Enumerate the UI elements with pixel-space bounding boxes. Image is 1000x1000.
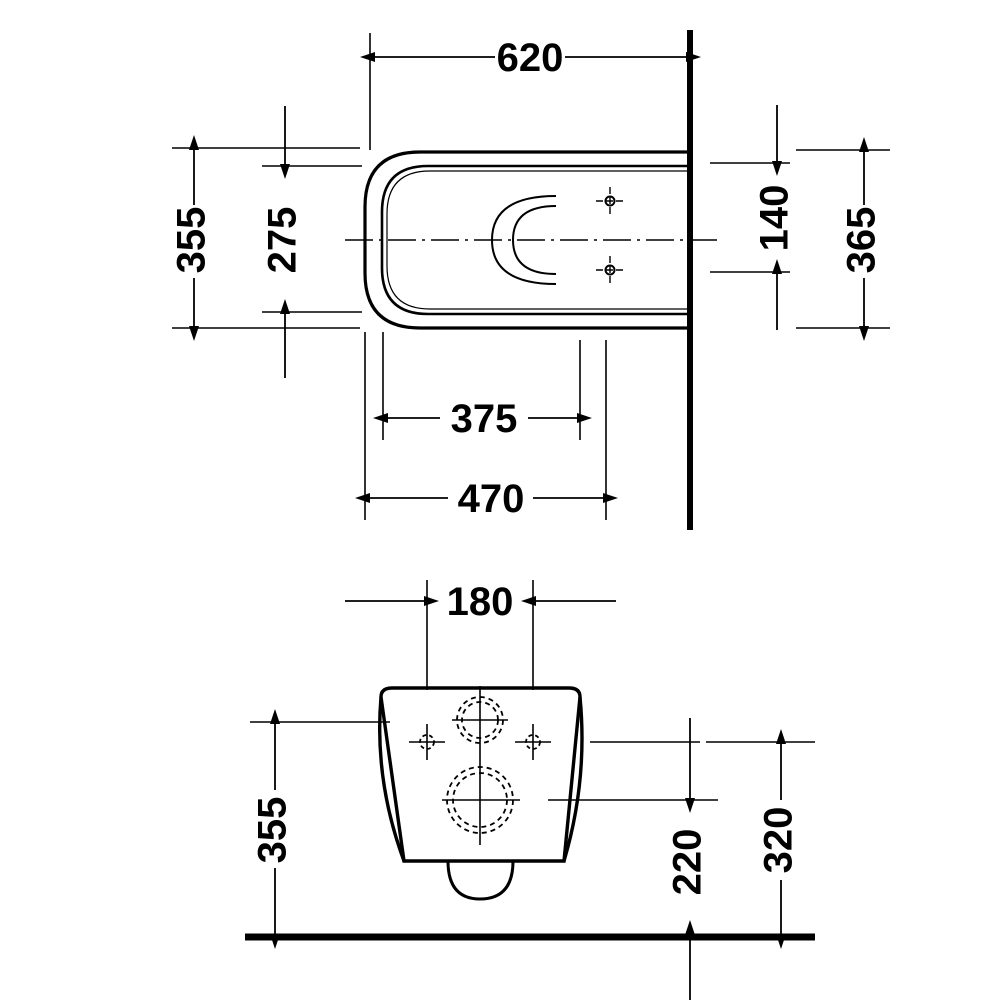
- dim-label-220: 220: [666, 829, 710, 896]
- dim-label-365: 365: [840, 207, 884, 274]
- fixing-hole-left-rear: [409, 724, 445, 760]
- dim-label-275: 275: [261, 207, 305, 274]
- flush-inlet-hole-rear: [452, 696, 508, 744]
- dim-label-320: 320: [757, 807, 801, 874]
- dim-label-620: 620: [497, 36, 564, 80]
- flush-opening-inner-arc: [511, 205, 557, 275]
- toilet-body-outline-rear: [379, 686, 582, 863]
- dim-label-355-rear: 355: [251, 797, 295, 864]
- dim-label-180: 180: [447, 580, 514, 624]
- fixing-hole-lower-top: [596, 256, 624, 284]
- toilet-right-side-curve-rear: [562, 696, 584, 862]
- rear-view-group: 180: [245, 580, 815, 1000]
- dim-label-470: 470: [458, 477, 525, 521]
- dim-label-140: 140: [753, 185, 797, 252]
- dim-label-355-top: 355: [170, 207, 214, 274]
- fixing-hole-upper-top: [596, 187, 624, 215]
- toilet-left-side-curve-rear: [378, 696, 406, 862]
- top-view-group: 620 355 275 375 470: [170, 30, 890, 530]
- outlet-spigot-rear: [446, 860, 515, 901]
- dim-label-375: 375: [451, 397, 518, 441]
- fixing-hole-right-rear: [515, 724, 551, 760]
- toilet-rim-inner-offset-top: [386, 170, 690, 310]
- outlet-hole-rear: [442, 766, 520, 834]
